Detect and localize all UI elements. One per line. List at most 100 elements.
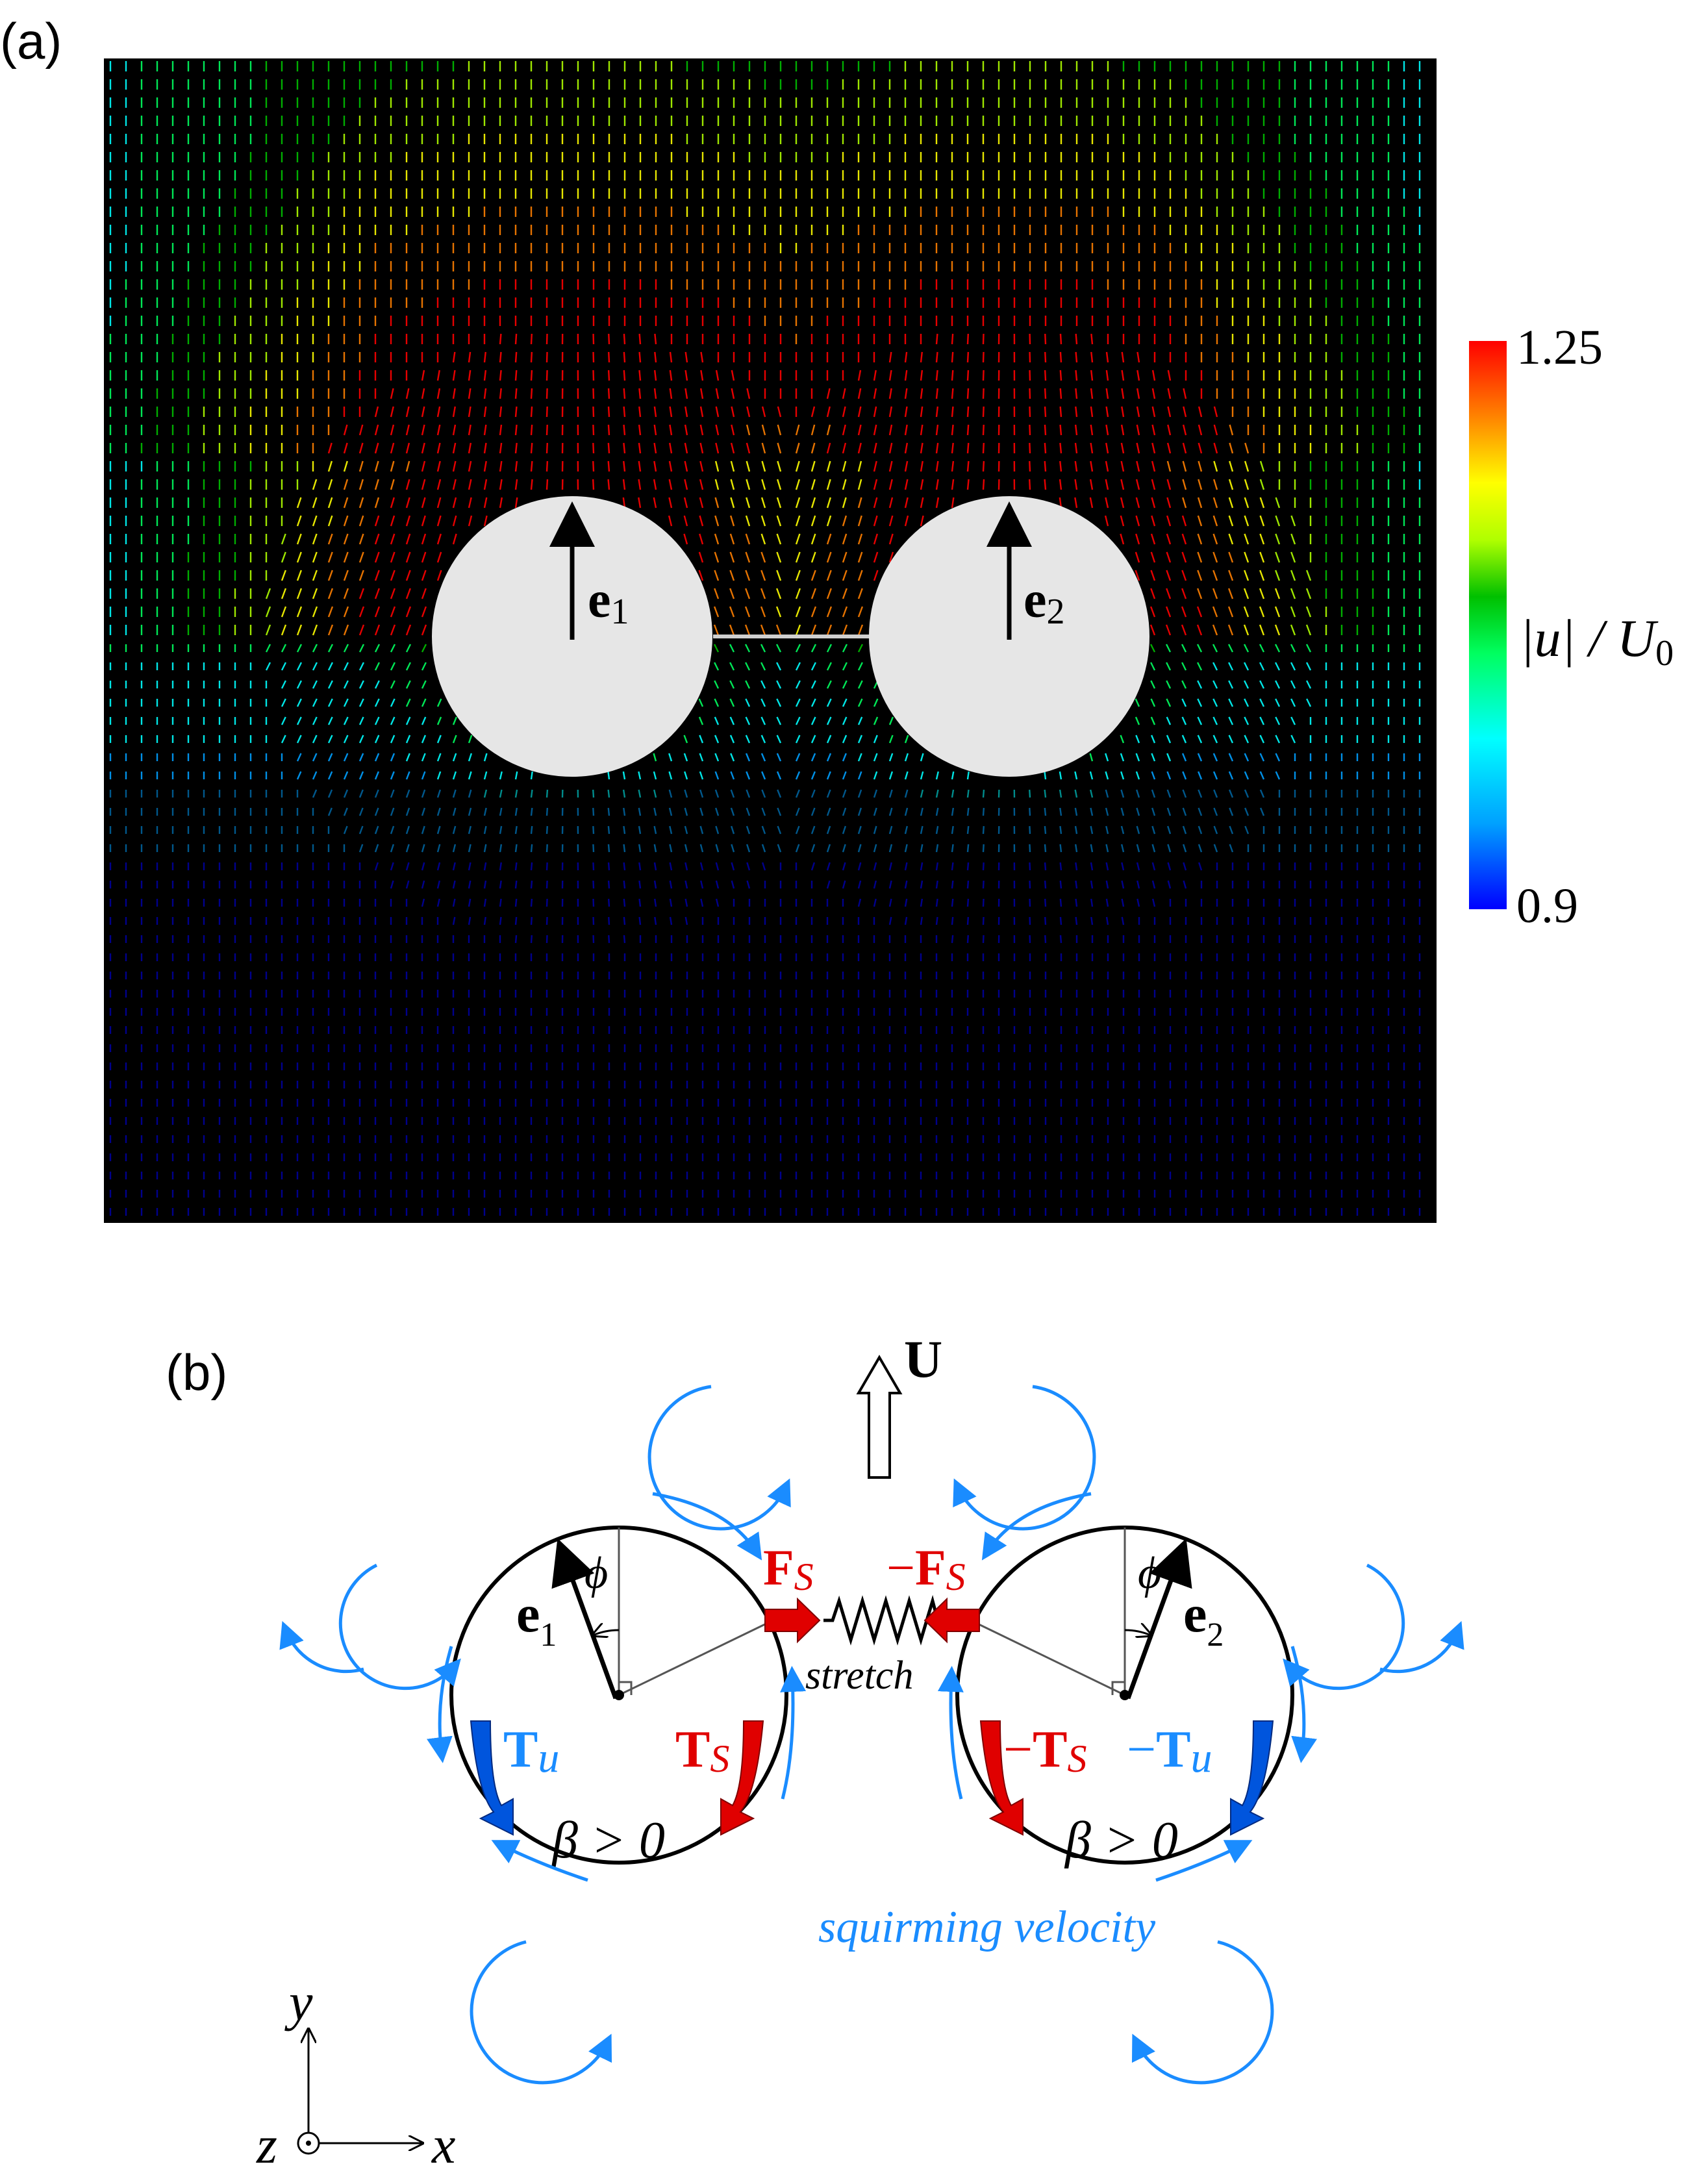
velocity-vector (1213, 460, 1218, 472)
velocity-vector (468, 844, 471, 853)
velocity-vector (1196, 624, 1203, 636)
velocity-vector (951, 862, 954, 871)
velocity-vector (405, 442, 410, 454)
velocity-vector (281, 570, 286, 581)
velocity-vector (468, 916, 471, 925)
velocity-vector (358, 844, 364, 853)
velocity-vector (1212, 716, 1218, 725)
velocity-vector (436, 460, 441, 472)
velocity-vector (699, 388, 704, 399)
velocity-vector (312, 497, 318, 509)
velocity-vector (374, 716, 380, 725)
velocity-vector (390, 825, 395, 835)
velocity-vector (729, 533, 735, 545)
velocity-vector (1212, 644, 1218, 653)
velocity-vector (390, 735, 396, 744)
velocity-vector (592, 388, 595, 399)
velocity-vector (421, 844, 425, 853)
velocity-vector (436, 807, 441, 816)
velocity-vector (982, 789, 985, 798)
velocity-vector (1150, 570, 1156, 581)
velocity-vector (1182, 424, 1187, 436)
velocity-vector (468, 753, 473, 762)
velocity-vector (1244, 479, 1250, 490)
velocity-vector (1212, 570, 1218, 581)
velocity-vector (1198, 807, 1203, 816)
velocity-vector (762, 862, 766, 871)
velocity-vector (421, 862, 425, 871)
velocity-vector (1090, 880, 1094, 889)
velocity-vector (1305, 644, 1312, 653)
velocity-vector (1150, 716, 1156, 725)
velocity-vector (888, 880, 892, 889)
velocity-vector (452, 753, 457, 762)
velocity-vector (760, 735, 766, 744)
velocity-vector (904, 370, 908, 381)
velocity-vector (638, 406, 642, 418)
velocity-vector (684, 442, 688, 454)
velocity-vector (668, 460, 673, 472)
velocity-vector (1059, 771, 1062, 780)
velocity-vector (1259, 479, 1265, 490)
velocity-vector (436, 825, 441, 835)
velocity-vector (452, 898, 456, 907)
velocity-vector (358, 753, 364, 762)
velocity-vector (1259, 698, 1265, 707)
velocity-vector (343, 735, 349, 744)
velocity-vector (729, 644, 735, 653)
velocity-vector (390, 551, 396, 563)
velocity-vector (842, 880, 846, 889)
velocity-vector (826, 588, 832, 599)
velocity-vector (715, 844, 720, 853)
velocity-vector (1136, 807, 1140, 816)
velocity-vector (761, 479, 766, 490)
velocity-vector (888, 370, 892, 381)
velocity-vector (1075, 388, 1078, 399)
velocity-vector (746, 771, 751, 780)
velocity-vector (1137, 370, 1140, 381)
velocity-vector (684, 460, 688, 472)
velocity-vector (1150, 533, 1156, 545)
velocity-vector (1244, 533, 1250, 545)
velocity-vector (436, 479, 442, 490)
velocity-vector (1228, 551, 1234, 563)
velocity-vector (668, 479, 673, 490)
velocity-vector (857, 880, 862, 889)
velocity-vector (715, 406, 720, 418)
velocity-vector (873, 442, 877, 454)
velocity-vector (483, 406, 487, 418)
velocity-vector (730, 497, 735, 509)
velocity-vector (731, 370, 735, 381)
velocity-vector (1090, 351, 1094, 363)
velocity-vector (390, 515, 396, 527)
velocity-vector (745, 680, 751, 689)
velocity-vector (1244, 570, 1250, 581)
velocity-vector (1182, 497, 1187, 509)
velocity-vector (452, 424, 457, 436)
velocity-vector (638, 807, 642, 816)
velocity-vector (1198, 771, 1203, 780)
velocity-vector (683, 497, 688, 509)
velocity-vector (777, 460, 782, 472)
velocity-vector (888, 424, 893, 436)
velocity-vector (873, 460, 877, 472)
velocity-vector (951, 479, 955, 490)
velocity-vector (1090, 898, 1094, 907)
velocity-vector (714, 789, 720, 798)
velocity-vector (857, 497, 862, 509)
velocity-vector (1228, 698, 1234, 707)
velocity-vector (1228, 479, 1234, 490)
velocity-vector (684, 479, 688, 490)
velocity-vector (1151, 406, 1156, 418)
velocity-vector (1198, 442, 1203, 454)
velocity-vector (1044, 771, 1047, 780)
velocity-vector (730, 442, 735, 454)
velocity-vector (904, 789, 909, 798)
velocity-vector (668, 497, 673, 509)
velocity-vector (745, 515, 751, 527)
velocity-vector (684, 862, 688, 871)
velocity-vector (715, 825, 720, 835)
velocity-vector (312, 789, 318, 798)
velocity-vector (776, 698, 782, 707)
velocity-vector (343, 716, 349, 725)
